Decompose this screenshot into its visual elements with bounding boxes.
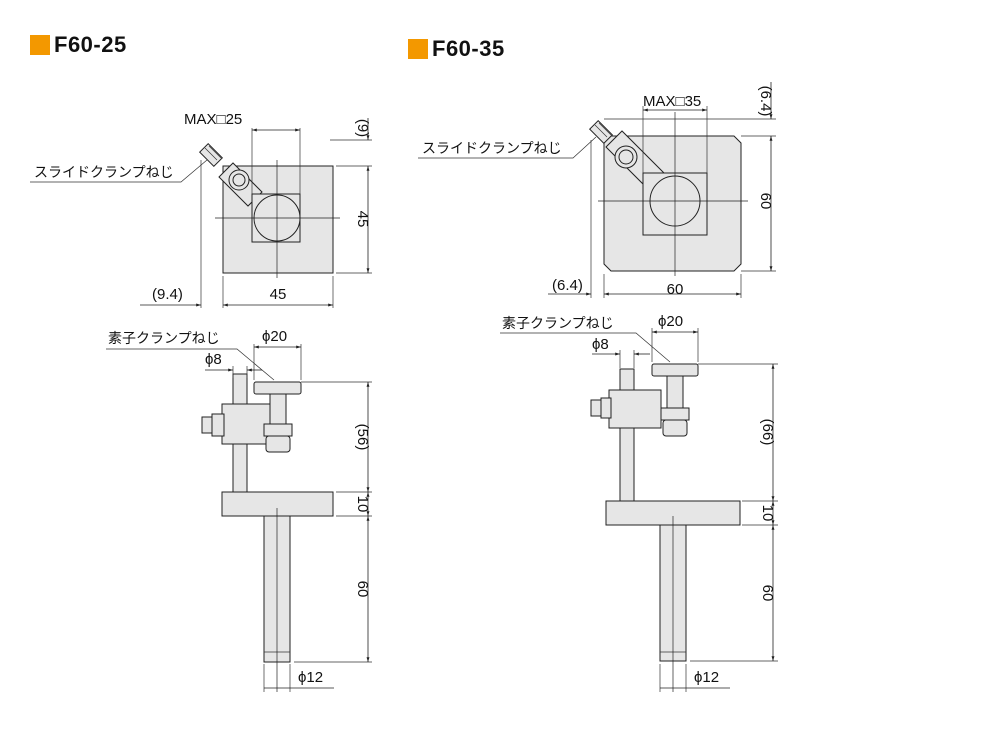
max-aperture-label: MAX□35 <box>643 93 701 110</box>
element-screw-knob <box>253 381 302 395</box>
f60-25-top-view: MAX□25 (9) 45 (9.4) 45 スライドクランプねじ <box>30 111 372 308</box>
dim-plate-thickness: 10 <box>354 496 371 513</box>
model-title-text: F60-35 <box>432 36 505 61</box>
dim-width: 60 <box>667 281 684 298</box>
orange-square-icon <box>408 39 428 59</box>
f60-25-side-view: ϕ20 ϕ8 素子クランプねじ (56) 10 60 ϕ12 <box>106 328 372 692</box>
max-aperture-label: MAX□25 <box>184 111 242 128</box>
side-screw-knob <box>201 416 213 434</box>
dim-left-ref: (6.4) <box>552 277 583 294</box>
dim-knob-diameter: ϕ20 <box>262 328 287 345</box>
side-screw-knob <box>590 399 602 417</box>
vertical-rod <box>619 368 635 502</box>
orange-square-icon <box>30 35 50 55</box>
dim-post-length: 60 <box>354 581 371 598</box>
dim-rod-diameter: ϕ8 <box>205 351 222 368</box>
dim-post-diameter: ϕ12 <box>694 669 719 686</box>
slide-screw-shape <box>198 142 224 168</box>
element-screw-label: 素子クランプねじ <box>502 316 614 332</box>
f60-35-drawing: MAX□35 (6.4) 60 (6.4) 60 スライドクランプねじ <box>418 82 778 692</box>
dim-top-ref: (6.4) <box>757 86 774 117</box>
element-screw-knob <box>651 363 699 377</box>
base-plate <box>221 491 334 517</box>
dim-rod-diameter: ϕ8 <box>592 336 609 353</box>
dim-upper-height: (56) <box>354 424 371 451</box>
dim-top-ref: (9) <box>354 119 371 137</box>
f60-35-top-view: MAX□35 (6.4) 60 (6.4) 60 スライドクランプねじ <box>418 82 776 298</box>
slide-screw-label: スライドクランプねじ <box>34 165 174 181</box>
f60-25-drawing: MAX□25 (9) 45 (9.4) 45 スライドクランプねじ <box>30 111 372 692</box>
clamp-block <box>608 389 662 429</box>
element-screw-label: 素子クランプねじ <box>108 331 220 347</box>
dim-plate-thickness: 10 <box>759 505 776 522</box>
dim-left-ref: (9.4) <box>152 286 183 303</box>
dim-post-length: 60 <box>759 585 776 602</box>
dim-width: 45 <box>270 286 287 303</box>
model-title-f60-35: F60-35 <box>408 36 505 62</box>
slide-screw-label: スライドクランプねじ <box>422 141 562 157</box>
dim-knob-diameter: ϕ20 <box>658 313 683 330</box>
dim-upper-height: (66) <box>759 419 776 446</box>
dim-height: 60 <box>757 193 774 210</box>
slide-screw-shape <box>588 119 614 145</box>
f60-35-side-view: ϕ20 ϕ8 素子クランプねじ (66) 10 60 ϕ12 <box>500 313 778 692</box>
dim-post-diameter: ϕ12 <box>298 669 323 686</box>
dim-height: 45 <box>354 211 371 228</box>
model-title-f60-25: F60-25 <box>30 32 127 58</box>
model-title-text: F60-25 <box>54 32 127 57</box>
